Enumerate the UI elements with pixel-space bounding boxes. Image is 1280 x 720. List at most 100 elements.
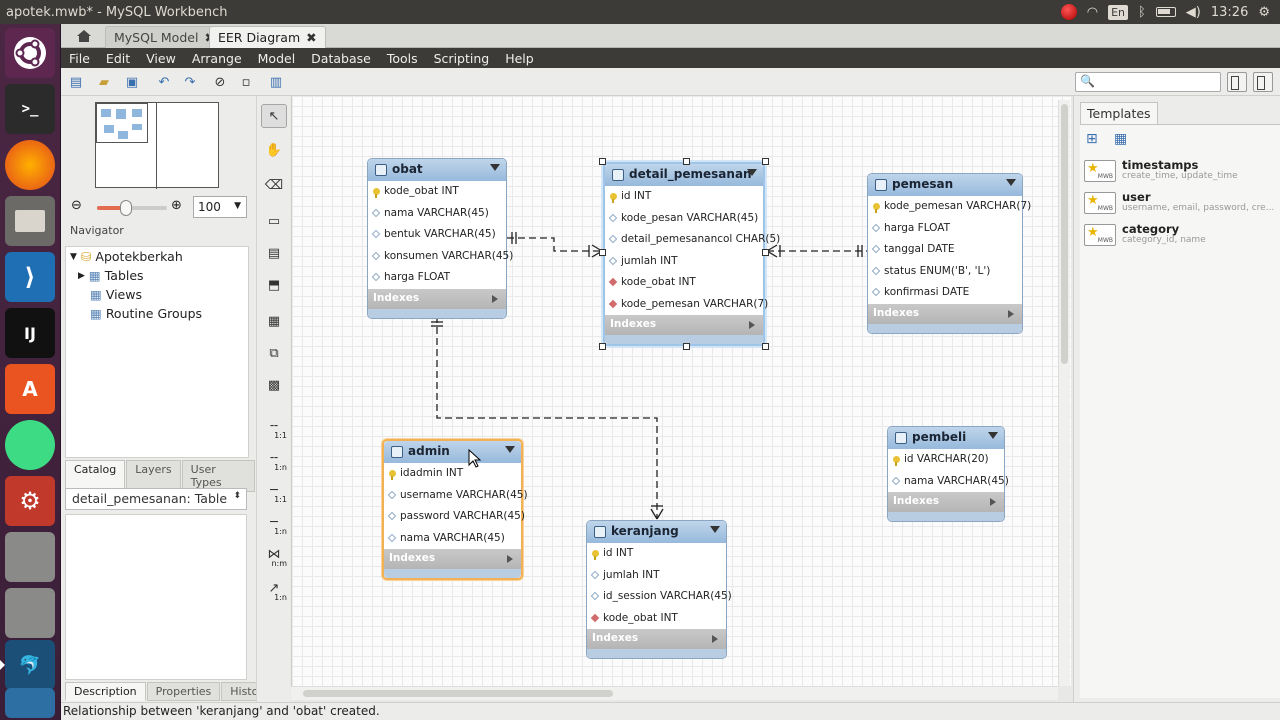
collapse-triangle-icon[interactable] [505, 446, 515, 453]
column-row[interactable]: harga FLOAT [368, 267, 506, 289]
menu-help[interactable]: Help [505, 50, 534, 66]
tab-properties[interactable]: Properties [146, 682, 221, 701]
column-row[interactable]: status ENUM('B', 'L') [868, 261, 1022, 283]
relationship-1-n-identifying-icon[interactable]: ─1:n [270, 514, 287, 537]
firefox-icon[interactable] [5, 140, 55, 190]
table-header[interactable]: obat [368, 159, 506, 181]
column-row[interactable]: kode_obat INT [368, 181, 506, 203]
hand-tool-icon[interactable]: ✋ [265, 142, 283, 158]
pointer-tool-icon[interactable]: ↖ [261, 104, 287, 128]
battery-icon[interactable] [1155, 7, 1176, 17]
resize-handle[interactable] [683, 343, 690, 350]
keyboard-layout-indicator[interactable]: En [1108, 4, 1128, 20]
drive-icon[interactable] [5, 532, 55, 582]
column-row[interactable]: kode_obat INT [587, 608, 726, 630]
volume-icon[interactable]: ◀) [1185, 4, 1201, 20]
indexes-row[interactable]: Indexes [368, 288, 506, 309]
resize-handle[interactable] [683, 158, 690, 165]
resize-handle[interactable] [599, 158, 606, 165]
save-model-icon[interactable]: ▣ [125, 74, 139, 90]
clock[interactable]: 13:26 [1210, 4, 1249, 20]
tab-templates[interactable]: Templates [1080, 102, 1158, 125]
menu-model[interactable]: Model [257, 50, 296, 66]
eer-diagram-canvas[interactable]: obat kode_obat INT nama VARCHAR(45) bent… [291, 96, 1071, 686]
tree-item-views[interactable]: ▦ Views [90, 287, 142, 302]
terminal-icon[interactable]: >_ [5, 84, 55, 134]
eraser-tool-icon[interactable]: ⌫ [264, 177, 284, 193]
mysql-workbench-icon[interactable]: 🐬 [0, 640, 55, 690]
tab-layers[interactable]: Layers [126, 460, 181, 492]
menu-file[interactable]: File [69, 50, 90, 66]
column-row[interactable]: password VARCHAR(45) [384, 506, 525, 528]
menu-edit[interactable]: Edit [105, 50, 131, 66]
relationship-1-1-nonidentifying-icon[interactable]: ╌1:1 [270, 418, 287, 441]
align-grid-icon[interactable]: ▫ [241, 74, 251, 90]
tree-item-tables[interactable]: ▶ ▦ Tables [78, 268, 144, 283]
column-row[interactable]: nama VARCHAR(45) [384, 528, 521, 550]
collapse-triangle-icon[interactable] [1006, 179, 1016, 186]
collapse-triangle-icon[interactable] [747, 169, 757, 176]
zoom-slider-track[interactable] [97, 206, 167, 210]
table-header[interactable]: detail_pemesanan [605, 164, 763, 186]
column-row[interactable]: kode_pesan VARCHAR(45) [605, 208, 763, 230]
resize-handle[interactable] [599, 249, 606, 256]
home-icon[interactable] [69, 27, 99, 45]
note-tool-icon[interactable]: ▤ [267, 245, 281, 261]
scrollbar-thumb[interactable] [303, 690, 613, 697]
column-row[interactable]: jumlah INT [605, 251, 763, 273]
tree-item-routine-groups[interactable]: ▦ Routine Groups [90, 306, 203, 321]
indexes-row[interactable]: Indexes [888, 492, 1004, 512]
vscode-icon[interactable]: ⟩ [5, 252, 55, 302]
toggle-grid-icon[interactable]: ⊘ [214, 74, 226, 90]
menu-scripting[interactable]: Scripting [433, 50, 490, 66]
menu-tools[interactable]: Tools [386, 50, 418, 66]
tab-mysql-model[interactable]: MySQL Model✖ [105, 26, 224, 48]
system-monitor-icon[interactable] [5, 688, 55, 718]
column-row[interactable]: id INT [587, 543, 726, 565]
table-keranjang[interactable]: keranjang id INT jumlah INT id_session V… [586, 520, 732, 659]
tab-catalog[interactable]: Catalog [65, 460, 126, 492]
column-row[interactable]: id_session VARCHAR(45) [587, 586, 732, 608]
relationship-1-1-identifying-icon[interactable]: ─1:1 [270, 482, 287, 505]
template-category[interactable]: MWB category category_id, name [1084, 222, 1280, 250]
drive-2-icon[interactable] [5, 588, 55, 638]
column-row[interactable]: tanggal DATE [868, 239, 1022, 261]
column-row[interactable]: idadmin INT [384, 463, 521, 485]
record-indicator-icon[interactable] [1060, 4, 1077, 20]
open-model-icon[interactable]: ▰ [99, 74, 109, 90]
table-detail-pemesanan[interactable]: detail_pemesanan id INT kode_pesan VARCH… [599, 158, 780, 350]
new-model-icon[interactable]: ▤ [69, 74, 83, 90]
system-settings-icon[interactable]: ⚙ [5, 476, 55, 526]
menu-arrange[interactable]: Arrange [191, 50, 242, 66]
column-row[interactable]: kode_pemesan VARCHAR(7) [605, 294, 768, 316]
canvas-horizontal-scrollbar[interactable] [291, 686, 1058, 700]
expand-arrow-icon[interactable]: ▶ [78, 270, 85, 281]
object-selector[interactable]: detail_pemesanan: Table⬍ [65, 488, 247, 510]
zoom-slider-handle[interactable] [120, 200, 132, 216]
collapse-arrow-icon[interactable]: ▼ [70, 251, 77, 262]
relationship-obat-keranjang[interactable] [436, 316, 658, 519]
menu-database[interactable]: Database [311, 50, 371, 66]
indexes-row[interactable]: Indexes [384, 549, 521, 569]
table-obat[interactable]: obat kode_obat INT nama VARCHAR(45) bent… [367, 158, 513, 319]
ubuntu-dash-icon[interactable] [5, 28, 55, 78]
resize-handle[interactable] [599, 343, 606, 350]
zoom-in-icon[interactable]: ⊕ [171, 198, 182, 213]
column-row[interactable]: jumlah INT [587, 565, 726, 587]
collapse-triangle-icon[interactable] [710, 526, 720, 533]
new-diagram-icon[interactable]: ▥ [269, 74, 283, 90]
column-row[interactable]: harga FLOAT [868, 218, 1022, 240]
edit-template-icon[interactable]: ▦ [1114, 131, 1128, 147]
table-header[interactable]: admin [384, 441, 521, 463]
bluetooth-icon[interactable]: ᛒ [1137, 4, 1146, 20]
table-pembeli[interactable]: pembeli id VARCHAR(20) nama VARCHAR(45) … [887, 426, 1009, 522]
expand-arrow-icon[interactable] [492, 294, 498, 303]
relationship-1-n-nonidentifying-icon[interactable]: ╌1:n [270, 450, 287, 473]
column-row[interactable]: kode_obat INT [605, 272, 763, 294]
routine-group-tool-icon[interactable]: ▩ [267, 377, 281, 393]
column-row[interactable]: kode_pemesan VARCHAR(7) [868, 196, 1031, 218]
resize-handle[interactable] [762, 158, 769, 165]
indexes-row[interactable]: Indexes [605, 315, 763, 335]
zoom-combo[interactable]: 100▼ [193, 196, 247, 218]
table-admin[interactable]: admin idadmin INT username VARCHAR(45) p… [382, 439, 528, 580]
